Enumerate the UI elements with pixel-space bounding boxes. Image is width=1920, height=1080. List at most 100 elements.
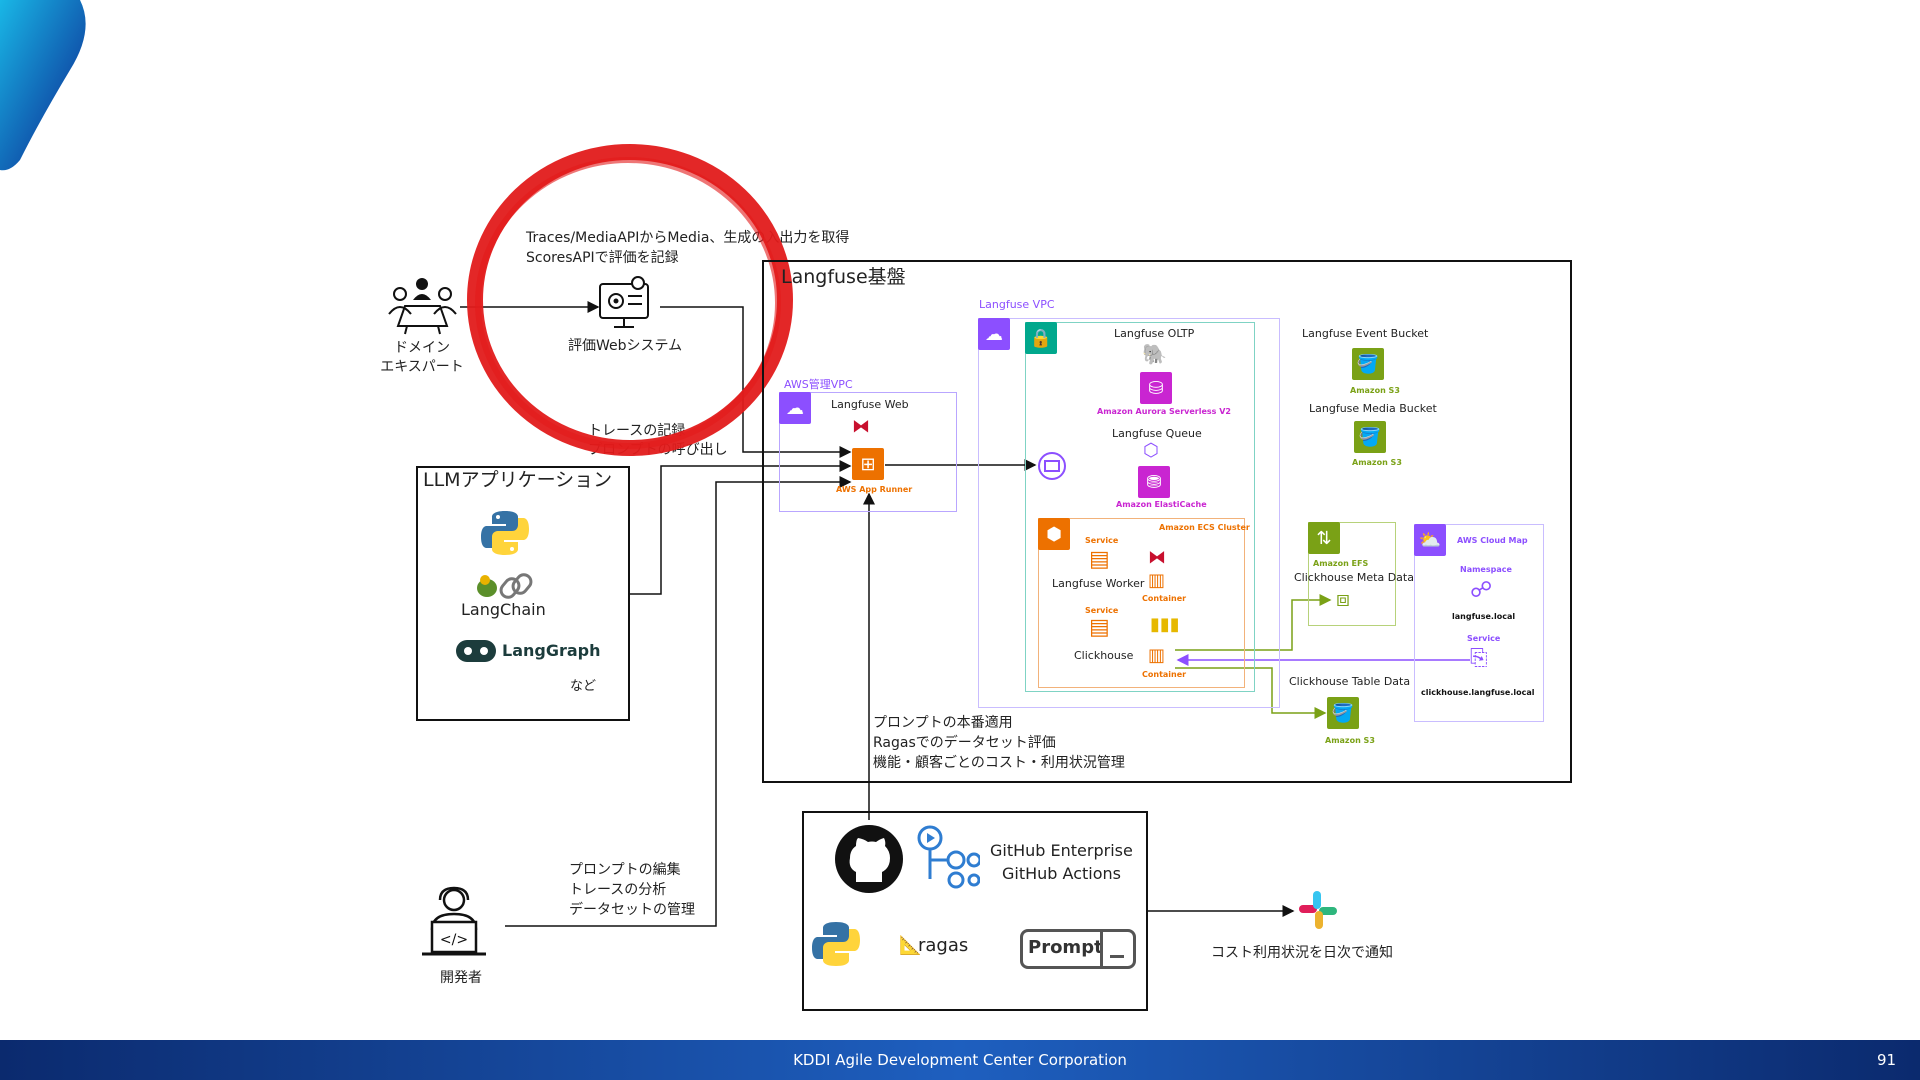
efs-label: Amazon EFS (1313, 559, 1369, 568)
s3-label-c: Amazon S3 (1325, 736, 1375, 745)
langfuse-vpc-label: Langfuse VPC (979, 298, 1055, 311)
langfuse-base-box (762, 260, 1572, 783)
redis-icon: ⬡ (1143, 440, 1159, 461)
namespace-label: Namespace (1460, 565, 1512, 574)
cloud-icon: ☁ (779, 392, 811, 424)
python-icon (812, 922, 860, 966)
table-data-label: Clickhouse Table Data (1289, 675, 1411, 688)
github-enterprise-label: GitHub Enterprise (990, 841, 1133, 860)
elasticache-icon: ⛃ (1138, 466, 1170, 498)
container-label-1: Container (1142, 594, 1187, 603)
aws-managed-vpc-box (779, 392, 957, 512)
clickhouse-label: Clickhouse (1074, 649, 1134, 662)
prompt-logo (1020, 929, 1136, 969)
prompt-label: Prompt (1028, 937, 1103, 958)
domain-expert-label-2: エキスパート (380, 359, 464, 375)
app-runner-icon: ⊞ (852, 448, 884, 480)
service-label-2: Service (1085, 606, 1119, 615)
langchain-label: LangChain (461, 600, 546, 619)
meta-data-label: Clickhouse Meta Data (1294, 571, 1414, 584)
langchain-icon (477, 573, 533, 599)
llm-app-box (416, 466, 630, 721)
s3-label-b: Amazon S3 (1352, 458, 1402, 467)
service-label-1: Service (1085, 536, 1119, 545)
s3-icon: 🪣 (1327, 697, 1359, 729)
postgres-icon: 🐘 (1142, 342, 1167, 366)
github-actions-icon (917, 825, 980, 889)
svg-text:</>: </> (440, 932, 468, 948)
prompt-cursor (1110, 955, 1124, 958)
service-value: clickhouse.langfuse.local (1421, 688, 1535, 697)
lock-icon: 🔒 (1025, 322, 1057, 354)
ragas-label: ragas (918, 935, 969, 956)
llm-app-etc: など (570, 679, 597, 694)
header-note-line2: ScoresAPIで評価を記録 (526, 250, 679, 266)
prod-note-line3: 機能・顧客ごとのコスト・利用状況管理 (873, 755, 1125, 771)
s3-icon: 🪣 (1352, 348, 1384, 380)
ecs-cluster-box (1038, 518, 1245, 688)
eval-system-label: 評価Webシステム (568, 338, 683, 354)
service-icon-2: ▤ (1089, 615, 1110, 640)
worker-label: Langfuse Worker (1052, 577, 1145, 590)
cloud-icon: ☁ (978, 318, 1010, 350)
prod-note-line1: プロンプトの本番適用 (873, 715, 1013, 731)
aurora-label: Amazon Aurora Serverless V2 (1097, 407, 1231, 416)
domain-expert-label-1: ドメイン (394, 340, 450, 356)
llm-app-title: LLMアプリケーション (423, 469, 613, 491)
vpc-endpoint-icon (1038, 452, 1066, 480)
footer-page-number: 91 (1877, 1051, 1897, 1069)
cloud-map-label: AWS Cloud Map (1457, 536, 1528, 545)
dev-note-line2: トレースの分析 (569, 882, 667, 898)
efs-box (1308, 522, 1396, 626)
namespace-icon: ☍ (1470, 578, 1493, 603)
oltp-label: Langfuse OLTP (1114, 327, 1195, 340)
media-bucket-label: Langfuse Media Bucket (1309, 402, 1437, 415)
private-subnet-box (1025, 322, 1255, 692)
slack-notice-label: コスト利用状況を日次で通知 (1211, 945, 1393, 961)
trace-note-line1: トレースの記録 (588, 423, 686, 439)
service-icon-1: ▤ (1089, 547, 1110, 572)
elasticache-label: Amazon ElastiCache (1116, 500, 1207, 509)
github-actions-label: GitHub Actions (1002, 864, 1121, 883)
github-box (802, 811, 1148, 1011)
slack-icon (1299, 891, 1337, 929)
footer-company: KDDI Agile Development Center Corporatio… (793, 1051, 1127, 1069)
dev-note-line3: データセットの管理 (569, 902, 695, 918)
langgraph-icon (456, 640, 496, 662)
service-discovery-icon: ⎘ (1470, 646, 1488, 671)
container-icon-2: ▥ (1148, 645, 1166, 666)
footer-bar (0, 1040, 1920, 1080)
github-icon (835, 825, 903, 893)
cloud-map-icon: ⛅ (1414, 524, 1446, 556)
s3-icon: 🪣 (1354, 421, 1386, 453)
ecs-icon: ⬢ (1038, 518, 1070, 550)
aurora-icon: ⛁ (1140, 372, 1172, 404)
aws-vpc-label: AWS管理VPC (784, 378, 853, 391)
python-icon (481, 511, 529, 555)
file-system-icon: ⧈ (1336, 587, 1350, 612)
langfuse-vpc-box (978, 318, 1280, 708)
langfuse-web-label: Langfuse Web (831, 398, 909, 411)
dev-note-line1: プロンプトの編集 (569, 862, 681, 878)
langfuse-base-title: Langfuse基盤 (781, 266, 906, 288)
queue-label: Langfuse Queue (1112, 427, 1202, 440)
corner-decoration (0, 0, 86, 171)
red-circle-annotation (467, 144, 793, 456)
docker-icon: ⧓ (852, 416, 870, 437)
developer-icon: </> (422, 886, 486, 956)
ecs-label: Amazon ECS Cluster (1159, 523, 1250, 532)
ragas-icon: 📐 (899, 935, 922, 956)
langgraph-label: LangGraph (502, 641, 601, 660)
namespace-value: langfuse.local (1452, 612, 1516, 621)
container-label-2: Container (1142, 670, 1187, 679)
app-runner-label: AWS App Runner (836, 485, 913, 494)
prod-note-line2: Ragasでのデータセット評価 (873, 735, 1056, 751)
docker-icon: ⧓ (1148, 547, 1166, 568)
container-icon-1: ▥ (1148, 570, 1166, 591)
prompt-divider (1100, 929, 1103, 969)
event-bucket-label: Langfuse Event Bucket (1302, 327, 1429, 340)
s3-label-a: Amazon S3 (1350, 386, 1400, 395)
cloudmap-service-label: Service (1467, 634, 1501, 643)
connector-lines (460, 301, 1470, 927)
efs-icon: ⇅ (1308, 522, 1340, 554)
